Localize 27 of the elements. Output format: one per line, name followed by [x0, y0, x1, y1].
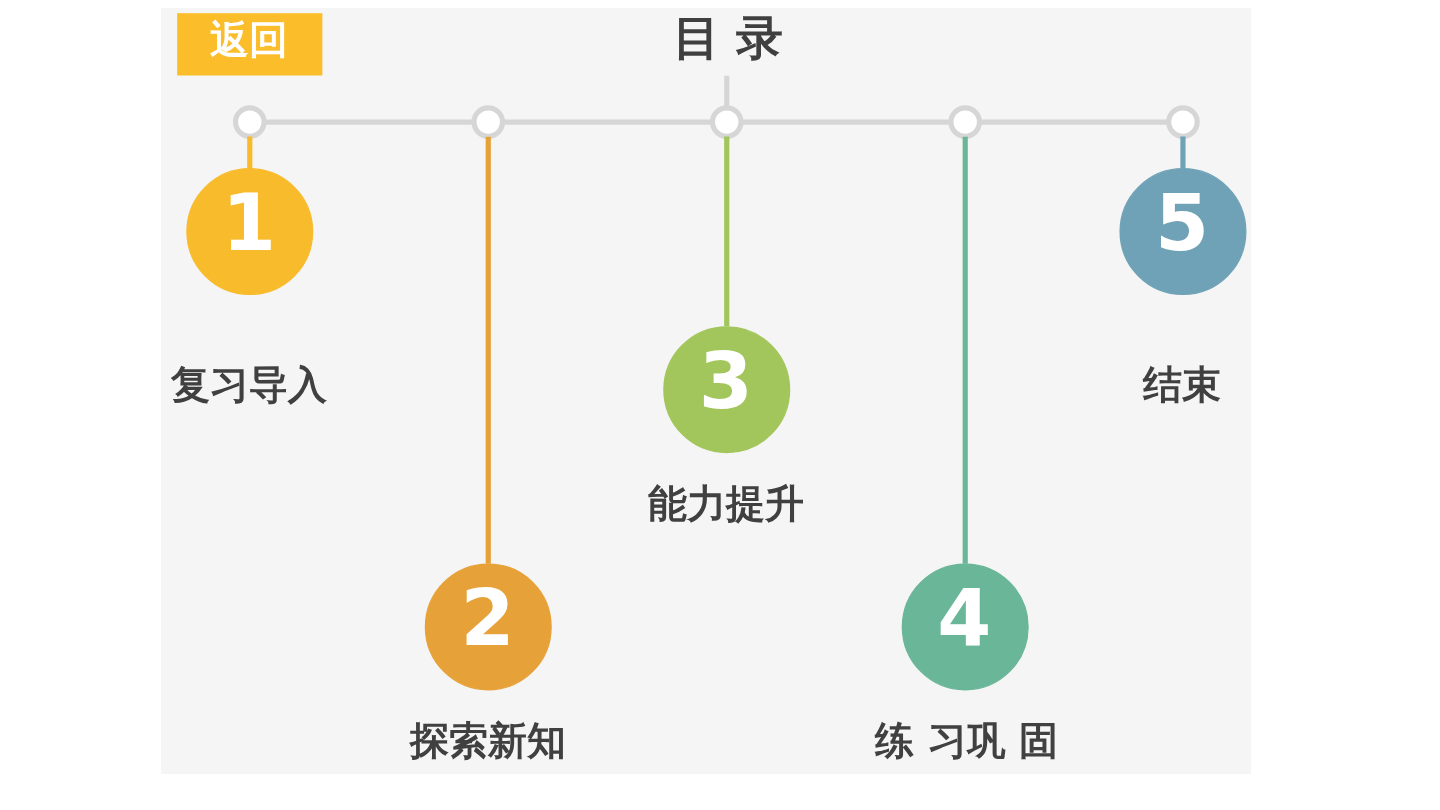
- node-circle: [948, 105, 983, 139]
- node-circle: 5: [1119, 168, 1247, 296]
- node-label: 能力提升: [648, 480, 805, 526]
- node-circle: [232, 105, 267, 139]
- node-circle: 2: [424, 563, 552, 691]
- node-circle: [1166, 105, 1200, 139]
- connector: [724, 136, 730, 327]
- connector: [264, 119, 474, 125]
- node-box: 返回: [177, 13, 323, 76]
- connector: [247, 136, 253, 169]
- connector: [962, 136, 968, 564]
- node-circle: 4: [901, 563, 1029, 691]
- connector: [724, 75, 730, 108]
- connector: [1180, 136, 1186, 169]
- node-circle: [471, 105, 506, 139]
- connector: [741, 119, 951, 125]
- node-circle: 3: [663, 326, 791, 454]
- node-label: 探索新知: [409, 717, 566, 763]
- node-label: 练 习巩 固: [875, 717, 1059, 763]
- node-label: 复习导入: [171, 362, 328, 408]
- node-label: 结束: [1143, 362, 1222, 408]
- node-circle: 1: [186, 168, 314, 296]
- connector: [502, 119, 713, 125]
- connector: [485, 136, 491, 564]
- node-circle: [709, 105, 744, 139]
- node-text: 目 录: [672, 11, 784, 66]
- connector: [979, 119, 1169, 125]
